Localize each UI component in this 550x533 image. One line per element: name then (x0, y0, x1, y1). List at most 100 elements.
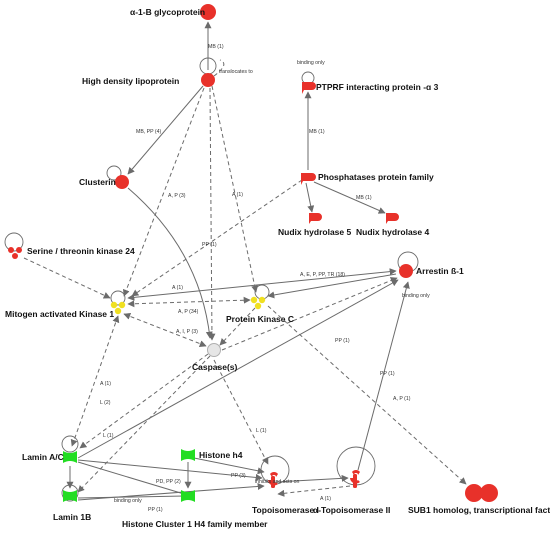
edge-mapk1-laminac (70, 315, 120, 447)
edge-label-pp3: PP (3) (231, 473, 246, 479)
edge-label-a1-mid: A (1) (172, 285, 183, 291)
node-topo2[interactable] (350, 469, 360, 488)
edge-label-l1-left: L (1) (103, 433, 114, 439)
node-labels: α-1-B glycoprotein High density lipoprot… (5, 7, 550, 529)
edge-phos-mapk1 (131, 179, 303, 297)
edge-label-pp1-far: PP (1) (380, 371, 395, 377)
node-ptprf-ip3[interactable] (302, 82, 316, 94)
label-mapkk1: Mitogen activated Kinase 1 (5, 309, 114, 319)
edge-label-a1-top: A (1) (232, 192, 243, 198)
edge-pkc-sub1 (267, 305, 467, 485)
label-phosphatases: Phosphatases protein family (318, 172, 434, 182)
edge-hdl-clusterin (127, 85, 204, 175)
edge-arrestin-pkc (267, 273, 397, 299)
nodes (8, 4, 498, 502)
node-sub1[interactable] (465, 484, 498, 502)
node-stk24[interactable] (8, 247, 22, 259)
edge-label-binding-only-bottom: binding only (114, 498, 142, 504)
edge-label-a1-left: A (1) (100, 381, 111, 387)
node-nudix4[interactable] (386, 213, 399, 224)
edge-topo1-topo2 (275, 474, 349, 483)
label-a1b-glycoprotein: α-1-B glycoprotein (130, 7, 205, 17)
edge-label-aeppptr: A, E, P, PP, TR (18) (300, 272, 345, 278)
edge-caspase-laminac (79, 353, 209, 449)
edge-label-ap1: A, P (1) (393, 396, 411, 402)
edge-hdl-pkc (211, 85, 259, 293)
label-clusterin: Clusterin (79, 177, 116, 187)
edge-arrestin-mapk1 (127, 268, 397, 301)
label-ptprf-ip3: PTPRF interacting protein -ɑ 3 (316, 82, 439, 92)
selfloop-stk24 (4, 232, 24, 252)
selfloop-laminac (61, 435, 79, 453)
node-pkc[interactable] (250, 296, 266, 310)
node-mapk1[interactable] (110, 301, 126, 315)
edge-label-translocates: translocates to (219, 69, 253, 75)
edge-label-ap3: A, P (3) (168, 193, 186, 199)
edge-hdl-mapk1 (122, 87, 205, 297)
edge-label-pp1-bottom: PP (1) (148, 507, 163, 513)
edge-caspase-lamin1b (77, 355, 211, 493)
edge-pkc-caspase (219, 307, 256, 346)
node-arrestin[interactable] (399, 264, 413, 278)
edge-lamin1b-topo1 (77, 482, 265, 501)
node-histone-cluster[interactable] (181, 490, 195, 502)
edge-mapk1-caspase (123, 313, 207, 347)
edge-label-pp1-right: PP (1) (335, 338, 350, 344)
label-topo2a: α-Topoisomerase II (313, 505, 390, 515)
node-topo1[interactable] (268, 472, 278, 488)
edge-label-mb1-a: MB (1) (208, 44, 224, 50)
label-stk24: Serine / threonin kinase 24 (27, 246, 135, 256)
edges (23, 21, 467, 501)
label-caspase: Caspase(s) (192, 362, 238, 372)
edge-phos-nudix4 (313, 181, 386, 214)
edge-label-l2: L (2) (100, 400, 111, 406)
edge-label-mb1-b: MB (1) (309, 129, 325, 135)
edge-hdl-caspase (208, 87, 216, 341)
selfloop-lamin1b (61, 484, 79, 502)
edge-topo2-topo1 (277, 485, 351, 497)
edge-h4-topo1 (193, 457, 265, 475)
label-nudix5: Nudix hydrolase 5 (278, 227, 351, 237)
edge-caspase-topo1 (213, 359, 269, 465)
label-pkc: Protein Kinase C (226, 314, 294, 324)
edge-label-pp1-mid: PP (1) (202, 242, 217, 248)
label-arrestin: Arrestin ß-1 (416, 266, 464, 276)
edge-label-binding-only-right: binding only (402, 293, 430, 299)
label-histone-cluster: Histone Cluster 1 H4 family member (122, 519, 268, 529)
edge-lamin-arrestin (77, 279, 399, 459)
edge-topo2-arrestin (357, 281, 410, 471)
edge-label-alp3: A, I, P (3) (176, 329, 198, 335)
label-lamin-1b: Lamin 1B (53, 512, 91, 522)
node-phosphatases[interactable] (301, 173, 316, 185)
selfloop-clusterin (106, 165, 122, 181)
node-lamin-1b[interactable] (63, 490, 77, 502)
node-nudix5[interactable] (309, 213, 322, 224)
edge-laminac-histonecluster (77, 461, 185, 495)
edge-lamin1b-histonecluster (77, 495, 185, 499)
label-hdl: High density lipoprotein (82, 76, 179, 86)
label-sub1: SUB1 homolog, transcriptional factor (408, 505, 550, 515)
label-nudix4: Nudix hydrolase 4 (356, 227, 429, 237)
edge-label-l1-mid: L (1) (256, 428, 267, 434)
edge-mapk1-pkc (127, 296, 251, 308)
node-caspase[interactable] (207, 343, 221, 357)
self-loops (4, 57, 419, 502)
edge-phos-nudix5 (305, 182, 315, 213)
selfloop-mapk1 (110, 290, 126, 306)
edge-label-mbpp4: MB, PP (4) (136, 129, 162, 135)
edge-laminac-topo1 (77, 459, 263, 481)
node-hdl[interactable] (201, 73, 215, 87)
node-a1b-glycoprotein[interactable] (200, 4, 216, 20)
node-clusterin[interactable] (115, 175, 129, 189)
label-topo1: Topoisomerase I (252, 505, 319, 515)
edge-label-mb1-c: MB (1) (356, 195, 372, 201)
edge-stk24-mapk1 (23, 257, 111, 299)
node-histone-h4[interactable] (181, 449, 195, 461)
node-lamin-ac[interactable] (63, 451, 77, 463)
edge-clusterin-caspase (127, 187, 213, 339)
edge-caspase-arrestin (221, 277, 398, 351)
edge-labels: MB (1) translocates to binding only MB (… (100, 44, 430, 513)
label-lamin-ac: Lamin A/C (22, 452, 64, 462)
edge-hdl-translocates (213, 59, 225, 77)
